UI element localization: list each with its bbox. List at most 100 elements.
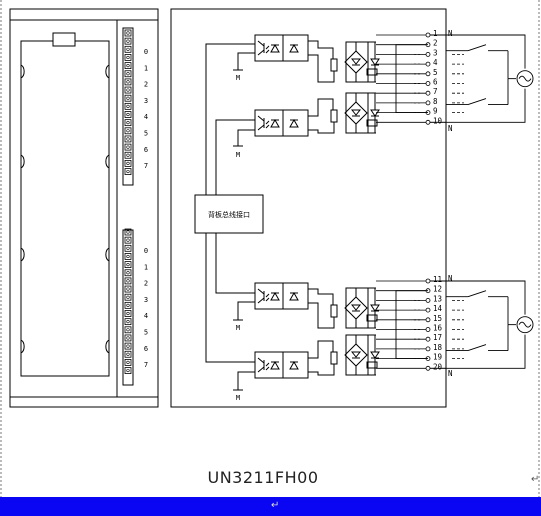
led-diode (270, 360, 280, 370)
terminal-label: 14 (433, 304, 443, 313)
ground-label-4: M (236, 394, 240, 402)
terminal-screw (126, 153, 130, 157)
terminal-screw (126, 287, 130, 291)
terminal-squares-bottom (124, 228, 132, 374)
n-label-3: N (448, 274, 453, 283)
optocoupler (254, 109, 309, 137)
channel-label-bottom-2: 2 (144, 280, 148, 288)
terminal-screw (126, 238, 130, 242)
terminal-screw (126, 80, 130, 84)
terminal-label: 18 (433, 343, 443, 352)
resistor (330, 351, 338, 365)
terminal-circle (425, 71, 431, 77)
module-outer-frame (9, 8, 159, 408)
resistor (330, 109, 338, 123)
terminal-square (124, 293, 132, 301)
bridge-rectifier (344, 101, 368, 125)
terminal-label: 5 (433, 68, 438, 77)
channel-circuits (254, 34, 380, 379)
terminal-screw (126, 31, 130, 35)
terminal-label: 8 (433, 97, 438, 106)
schematic-frame (170, 8, 447, 408)
n-label-4: N (448, 369, 453, 378)
terminal-screw (126, 360, 130, 365)
channel-circuit (254, 282, 380, 329)
terminal-screw (126, 336, 130, 340)
terminal-label: 16 (433, 324, 443, 333)
terminal-square (124, 119, 132, 127)
ground-label-1: M (236, 74, 240, 82)
channel-label-bottom-4: 4 (144, 312, 148, 320)
n-label-1: N (448, 29, 453, 38)
module-inner-panel (20, 40, 110, 377)
terminal-screw (126, 39, 130, 43)
terminal-square (124, 326, 132, 334)
module-latch (52, 32, 76, 47)
terminal-square (124, 342, 132, 350)
channel-circuit (254, 334, 380, 379)
paragraph-mark-footer: ↵ (271, 500, 280, 511)
terminal-screw (126, 246, 130, 250)
terminal-square (124, 70, 132, 78)
terminal-screw (126, 328, 130, 332)
terminal-square (124, 334, 132, 342)
terminal-screw (126, 72, 130, 76)
terminal-circle (425, 336, 431, 342)
terminal-circle (425, 317, 431, 323)
terminal-screw (126, 295, 130, 299)
terminal-square (124, 143, 132, 151)
terminal-screw (126, 303, 130, 307)
led-diode (270, 118, 280, 128)
terminal-square (124, 269, 132, 277)
terminal-label: 1 (433, 29, 438, 38)
terminal-screw (126, 55, 130, 60)
terminal-square (124, 62, 132, 69)
channel-label-bottom-1: 1 (144, 263, 148, 271)
terminal-square (124, 236, 132, 244)
terminal-label: 2 (433, 39, 438, 48)
channel-label-top-7: 7 (144, 162, 148, 170)
terminal-label: 3 (433, 48, 438, 57)
channel-label-top-6: 6 (144, 146, 148, 154)
terminal-square (124, 168, 132, 175)
resistor (330, 304, 338, 318)
channel-circuit (254, 92, 380, 137)
terminal-screw (126, 129, 130, 133)
terminal-screw (126, 271, 130, 275)
terminal-square (124, 29, 132, 37)
terminal-circle (425, 90, 431, 96)
channel-label-top-2: 2 (144, 81, 148, 89)
terminal-screw (126, 254, 130, 259)
terminal-screw (126, 279, 130, 283)
terminal-label: 12 (433, 285, 442, 294)
terminal-square (124, 111, 132, 118)
terminal-label: 20 (433, 362, 443, 371)
optocoupler (254, 351, 309, 379)
channel-label-top-0: 0 (144, 48, 148, 56)
terminal-circle (425, 32, 431, 38)
bridge-rectifier (344, 343, 368, 367)
terminal-label: 7 (433, 87, 438, 96)
terminal-squares-top (124, 29, 132, 175)
terminal-screw (126, 104, 130, 108)
terminal-screw (126, 145, 130, 149)
switch (467, 344, 487, 352)
terminal-screw (126, 352, 130, 356)
model-label: UN3211FH00 (207, 468, 319, 487)
terminal-square (124, 45, 132, 53)
terminal-screw (126, 112, 130, 117)
terminal-screw (126, 230, 130, 234)
terminal-square (124, 358, 132, 366)
terminal-square (124, 301, 132, 309)
terminal-circle (425, 278, 431, 284)
terminal-circle (425, 100, 431, 106)
terminal-square (124, 159, 132, 167)
terminal-circle (425, 81, 431, 86)
resistor (330, 58, 338, 72)
terminal-square (124, 350, 132, 358)
channel-label-bottom-0: 0 (144, 247, 148, 255)
terminal-square (124, 135, 132, 143)
